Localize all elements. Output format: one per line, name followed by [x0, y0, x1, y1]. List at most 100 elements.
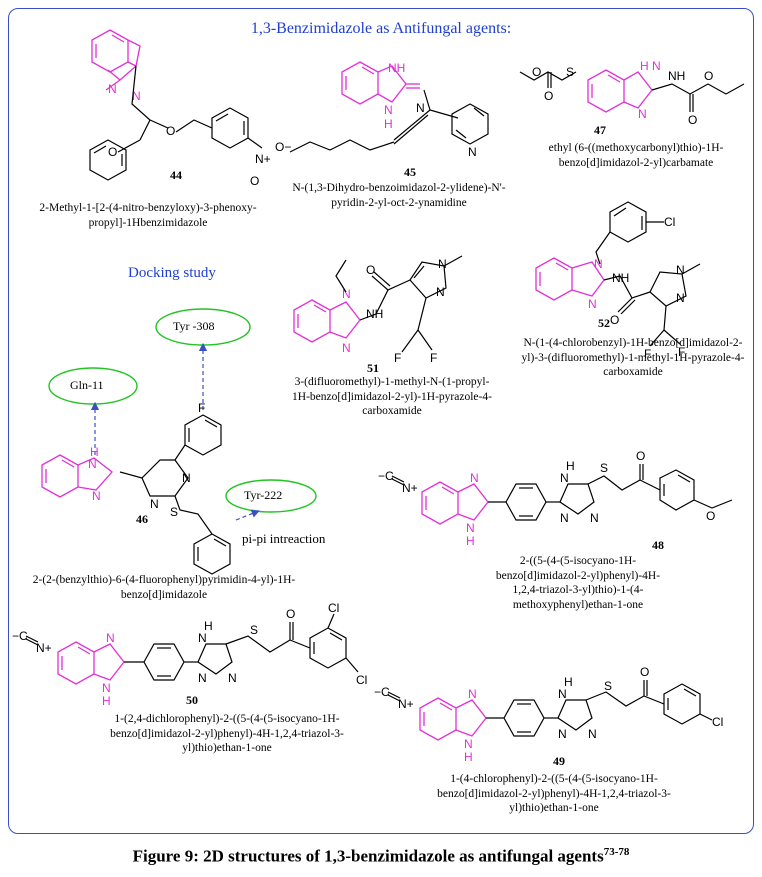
svg-text:H: H: [564, 675, 573, 689]
svg-text:H: H: [102, 694, 111, 708]
compound-46-name: 2-(2-(benzylthio)-6-(4-fluorophenyl)pyri…: [32, 574, 296, 601]
svg-text:F: F: [198, 401, 205, 415]
compound-46-number: 46: [136, 512, 148, 526]
svg-text:N: N: [588, 727, 597, 741]
svg-text:H: H: [90, 445, 99, 459]
svg-text:F: F: [430, 351, 437, 365]
svg-text:O: O: [706, 509, 715, 523]
svg-text:N+: N+: [398, 697, 414, 711]
svg-text:O: O: [640, 665, 649, 679]
svg-text:S: S: [600, 461, 608, 475]
svg-text:N: N: [88, 457, 97, 471]
svg-text:F: F: [678, 345, 685, 359]
docking-study-heading: Docking study: [128, 265, 216, 281]
svg-text:S: S: [170, 505, 178, 519]
svg-text:N: N: [464, 737, 473, 751]
svg-text:O: O: [610, 313, 619, 327]
svg-text:N: N: [676, 263, 685, 277]
svg-text:N+: N+: [36, 641, 52, 655]
compound-49-name: 1-(4-chlorophenyl)-2-((5-(4-(5-isocyano-…: [437, 773, 671, 814]
compound-51-name: 3-(difluoromethyl)-1-methyl-N-(1-propyl-…: [292, 376, 492, 417]
figure-caption: Figure 9: 2D structures of 1,3-benzimida…: [0, 846, 762, 867]
svg-text:N: N: [468, 687, 477, 701]
svg-text:O−: O−: [275, 140, 291, 154]
svg-text:N: N: [108, 82, 117, 96]
tyr-222-label: Tyr-222: [244, 488, 283, 502]
svg-text:NH: NH: [388, 61, 405, 75]
svg-text:N: N: [594, 257, 603, 271]
structure-51: N N NH O N N F F: [293, 255, 463, 365]
svg-text:O: O: [688, 113, 697, 127]
svg-text:N: N: [470, 471, 479, 485]
svg-text:S: S: [566, 65, 574, 79]
svg-text:O: O: [366, 263, 375, 277]
svg-text:N: N: [416, 101, 425, 115]
svg-text:O: O: [532, 65, 541, 79]
svg-text:N: N: [92, 489, 101, 503]
svg-text:O: O: [108, 145, 117, 159]
svg-text:H: H: [466, 534, 475, 548]
svg-text:N: N: [132, 89, 141, 103]
structure-45: NH N H N N: [289, 61, 489, 159]
svg-text:N+: N+: [255, 152, 271, 166]
compound-47-name: ethyl (6-((methoxycarbonyl)thio)-1H-benz…: [548, 142, 724, 169]
compound-44-number: 44: [170, 168, 182, 182]
compound-44-name: 2-Methyl-1-[2-(4-nitro-benzyloxy)-3-phen…: [39, 202, 257, 229]
svg-text:N: N: [466, 521, 475, 535]
compound-45-name: N-(1,3-Dihydro-benzoimidazol-2-ylidene)-…: [292, 182, 506, 209]
compound-50-name: 1-(2,4-dichlorophenyl)-2-((5-(4-(5-isocy…: [110, 713, 344, 754]
svg-text:N: N: [150, 497, 159, 511]
svg-text:N: N: [438, 257, 447, 271]
svg-text:N: N: [638, 107, 647, 121]
compound-50-number: 50: [186, 693, 198, 707]
svg-text:O: O: [704, 69, 713, 83]
caption-reference: 73-78: [603, 846, 630, 858]
svg-text:F: F: [394, 351, 401, 365]
structure-48: −C N+ N N H H N N N S O O: [378, 449, 733, 548]
svg-text:NH: NH: [612, 271, 629, 285]
compound-47-number: 47: [594, 123, 606, 137]
tyr-308-label: Tyr -308: [173, 319, 215, 333]
pi-pi-interaction-label: pi-pi intreaction: [242, 531, 326, 546]
svg-text:N: N: [228, 671, 237, 685]
svg-text:Cl: Cl: [356, 673, 367, 687]
svg-text:H: H: [384, 117, 393, 131]
svg-text:F: F: [644, 347, 651, 361]
svg-text:N: N: [560, 471, 569, 485]
svg-text:O: O: [166, 124, 175, 138]
structure-52: Cl N N NH O N N F F: [535, 201, 701, 361]
caption-text: Figure 9: 2D structures of 1,3-benzimida…: [132, 846, 604, 866]
svg-text:S: S: [250, 623, 258, 637]
svg-text:−C: −C: [12, 629, 28, 643]
compound-45-number: 45: [404, 165, 416, 179]
svg-text:N: N: [106, 631, 115, 645]
structure-46: F N N H N N S: [41, 308, 317, 575]
tyr222-ellipse: [225, 479, 317, 513]
svg-text:N: N: [342, 287, 351, 301]
structure-44: N N O O N+ O O−: [89, 29, 291, 188]
gln-11-label: Gln-11: [70, 378, 104, 392]
svg-text:H: H: [464, 750, 473, 764]
svg-text:N: N: [198, 631, 207, 645]
compound-51-number: 51: [367, 361, 379, 375]
figure-title: 1,3-Benzimidazole as Antifungal agents:: [250, 20, 512, 37]
compound-52-name: N-(1-(4-chlorobenzyl)-1H-benzo[d]imidazo…: [521, 337, 745, 378]
svg-text:N: N: [436, 285, 445, 299]
svg-text:Cl: Cl: [664, 215, 675, 229]
structure-50: −C N+ N N H H N N N S O Cl Cl: [12, 601, 367, 708]
svg-text:NH: NH: [366, 307, 383, 321]
svg-text:N: N: [588, 297, 597, 311]
figure-frame: [8, 8, 754, 834]
svg-text:N: N: [468, 145, 477, 159]
svg-text:N: N: [102, 681, 111, 695]
svg-text:−C: −C: [378, 469, 394, 483]
svg-text:H: H: [566, 459, 575, 473]
structure-49: −C N+ N N H H N N N S O Cl: [374, 665, 723, 764]
compound-48-name: 2-((5-(4-(5-isocyano-1H-benzo[d]imidazol…: [495, 555, 661, 611]
svg-text:−C: −C: [374, 685, 390, 699]
svg-text:N: N: [676, 291, 685, 305]
structure-47: O O S H N N NH O O: [519, 59, 745, 127]
svg-text:O: O: [286, 607, 295, 621]
svg-text:O: O: [636, 449, 645, 463]
